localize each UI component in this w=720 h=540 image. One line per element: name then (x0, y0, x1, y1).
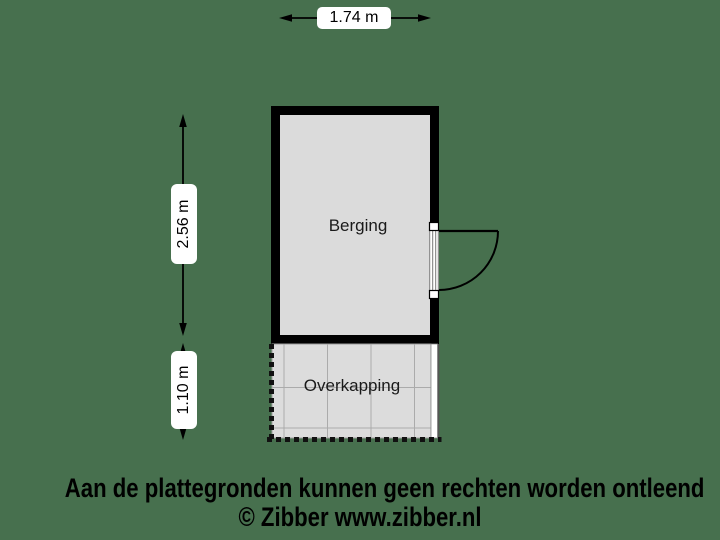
berging-floor (280, 115, 430, 335)
door-swing-arc-icon (438, 230, 499, 291)
door (428, 221, 499, 300)
arrow-left-icon (279, 14, 292, 22)
room-berging (271, 106, 439, 344)
door-jamb-bottom (428, 289, 440, 300)
dimension-label-width: 1.74 m (317, 7, 391, 29)
arrow-down-icon (179, 427, 187, 440)
door-opening (429, 222, 439, 299)
room-label-overkapping: Overkapping (303, 376, 401, 395)
dimension-label-canopy-depth: 1.10 m (171, 351, 197, 429)
room-label-berging: Berging (328, 216, 388, 235)
arrow-right-icon (418, 14, 431, 22)
door-jamb-top (428, 221, 440, 232)
overkapping-floor (271, 343, 432, 439)
arrow-up-icon (179, 114, 187, 127)
arrow-down-icon (179, 323, 187, 336)
canopy-open-side (430, 343, 438, 439)
dimension-label-room-height: 2.56 m (171, 184, 197, 264)
room-overkapping (267, 343, 442, 442)
disclaimer-text: Aan de plattegronden kunnen geen rechten… (64, 473, 705, 503)
copyright-text: © Zibber www.zibber.nl (238, 502, 482, 532)
